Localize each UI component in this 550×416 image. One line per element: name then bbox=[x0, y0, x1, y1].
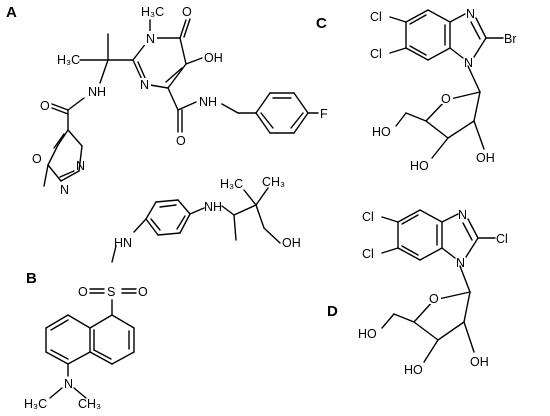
panel-label-d: D bbox=[327, 303, 338, 320]
atom-o-amide-2: O bbox=[176, 134, 186, 148]
atom-cl-d-1: Cl bbox=[362, 210, 374, 224]
molecule-b: H₃C CH₃ NH OH HN O S O N H₃C CH₃ bbox=[24, 175, 301, 411]
atom-cl-c-1: Cl bbox=[370, 10, 382, 24]
atom-n-ring: N bbox=[140, 78, 149, 92]
atom-o-sulfonyl-right: O bbox=[138, 285, 148, 299]
atom-ho-d-2: HO bbox=[404, 363, 423, 377]
atom-o-ribose-d: O bbox=[429, 292, 439, 306]
atom-s: S bbox=[107, 285, 115, 299]
atom-nh: NH bbox=[88, 85, 106, 99]
atom-hn-b: HN bbox=[114, 236, 132, 250]
atom-ch3-nme2: CH₃ bbox=[78, 397, 101, 411]
atom-nh-chain: NH bbox=[204, 200, 222, 214]
atom-oh-d: OH bbox=[470, 355, 489, 369]
atom-n-dimethyl: N bbox=[64, 377, 73, 391]
atom-h3c: H₃C bbox=[57, 53, 80, 67]
atom-oh-b: OH bbox=[282, 236, 301, 250]
panel-label-b: B bbox=[26, 270, 37, 287]
molecule-c: Cl Cl N Br N O HO HO OH bbox=[370, 7, 517, 173]
atom-oh-c: OH bbox=[476, 151, 495, 165]
atom-ho-d-1: HO bbox=[358, 327, 377, 341]
molecule-d: Cl Cl N Cl N O HO HO OH bbox=[358, 208, 508, 377]
atom-o-sulfonyl-left: O bbox=[78, 285, 88, 299]
atom-n-oxadiazole-2: N bbox=[60, 183, 69, 197]
atom-h3c-methyl: H₃C bbox=[141, 5, 164, 19]
atom-cl-c-2: Cl bbox=[370, 47, 382, 61]
atom-o-carbonyl: O bbox=[182, 5, 192, 19]
atom-n-c-top: N bbox=[466, 7, 475, 21]
atom-oh: OH bbox=[204, 51, 223, 65]
atom-br: Br bbox=[504, 32, 517, 46]
atom-n-oxadiazole-1: N bbox=[76, 159, 85, 173]
atom-ho-c-2: HO bbox=[410, 159, 429, 173]
atom-h3c-b: H₃C bbox=[220, 177, 243, 191]
atom-f: F bbox=[320, 107, 328, 121]
atom-cl-d-2: Cl bbox=[362, 247, 374, 261]
atom-n-c-bottom: N bbox=[464, 56, 473, 70]
molecule-a: N H₃C O OH N H₃C NH O NH O F O N N bbox=[21, 5, 328, 197]
panel-label-a: A bbox=[6, 4, 17, 21]
atom-h3c-nme2: H₃C bbox=[24, 397, 47, 411]
atom-cl-d-3: Cl bbox=[496, 232, 508, 246]
atom-ch3-b: CH₃ bbox=[262, 175, 285, 189]
panel-label-c: C bbox=[316, 15, 327, 32]
atom-o-ribose-c: O bbox=[441, 92, 451, 106]
atom-nh-amide: NH bbox=[199, 95, 217, 109]
atom-n: N bbox=[146, 32, 155, 46]
atom-n-d-bottom: N bbox=[456, 256, 465, 270]
atom-o-oxadiazole: O bbox=[32, 152, 42, 166]
atom-ho-c-1: HO bbox=[372, 125, 391, 139]
atom-n-d-top: N bbox=[458, 208, 467, 222]
atom-o-amide: O bbox=[40, 99, 50, 113]
